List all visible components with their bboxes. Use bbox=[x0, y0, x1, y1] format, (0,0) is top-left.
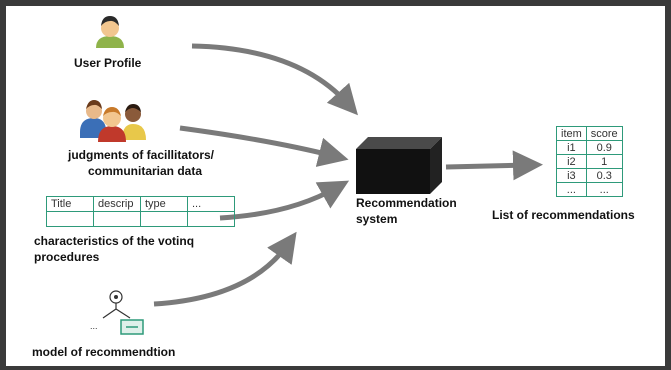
model-tree-icon: ... bbox=[90, 290, 144, 335]
table-cell bbox=[187, 211, 235, 227]
arrow-user-profile bbox=[191, 43, 358, 116]
characteristics-label-line2: procedures bbox=[34, 250, 100, 264]
arrow-judgments bbox=[179, 125, 349, 167]
recommendations-header-row: item score bbox=[556, 126, 623, 141]
judgments-label-line2: communitarian data bbox=[88, 164, 203, 178]
recommendation-system-box bbox=[356, 137, 442, 194]
model-label: model of recommendtion bbox=[32, 345, 176, 359]
user-profile-icon bbox=[96, 16, 124, 48]
arrow-output bbox=[445, 150, 543, 181]
table-cell: i3 bbox=[556, 168, 587, 183]
characteristics-header-row: Title descrip type ... bbox=[46, 196, 235, 212]
table-cell bbox=[46, 211, 94, 227]
table-cell: i2 bbox=[556, 154, 587, 169]
characteristics-label-line1: characteristics of the votinq bbox=[34, 234, 195, 248]
table-cell: i1 bbox=[556, 140, 587, 155]
table-cell: ... bbox=[585, 182, 623, 197]
table-cell: 0.3 bbox=[585, 168, 623, 183]
svg-text:...: ... bbox=[90, 321, 98, 331]
table-row: i1 0.9 bbox=[556, 140, 623, 155]
table-row: i3 0.3 bbox=[556, 168, 623, 183]
output-label: List of recommendations bbox=[492, 208, 635, 222]
column-header: item bbox=[556, 126, 587, 141]
group-people-icon bbox=[80, 100, 146, 142]
table-row: i2 1 bbox=[556, 154, 623, 169]
table-cell: type bbox=[140, 196, 188, 212]
characteristics-empty-row bbox=[46, 211, 235, 227]
table-cell: Title bbox=[46, 196, 94, 212]
arrow-characteristics bbox=[219, 180, 350, 221]
table-cell bbox=[140, 211, 188, 227]
table-cell: ... bbox=[556, 182, 587, 197]
characteristics-table: Title descrip type ... bbox=[46, 196, 235, 227]
judgments-label-line1: judgments of facillitators/ bbox=[68, 148, 215, 162]
table-cell: descrip bbox=[93, 196, 141, 212]
table-cell: ... bbox=[187, 196, 235, 212]
system-label-line2: system bbox=[356, 212, 398, 226]
table-cell bbox=[93, 211, 141, 227]
system-label-line1: Recommendation bbox=[356, 196, 457, 210]
table-cell: 1 bbox=[585, 154, 623, 169]
column-header: score bbox=[585, 126, 623, 141]
user-profile-label: User Profile bbox=[74, 56, 142, 70]
table-row: ... ... bbox=[556, 182, 623, 197]
arrow-model bbox=[153, 231, 297, 307]
recommendations-table: item score i1 0.9 i2 1 i3 0.3 ... ... bbox=[556, 126, 623, 197]
table-cell: 0.9 bbox=[585, 140, 623, 155]
